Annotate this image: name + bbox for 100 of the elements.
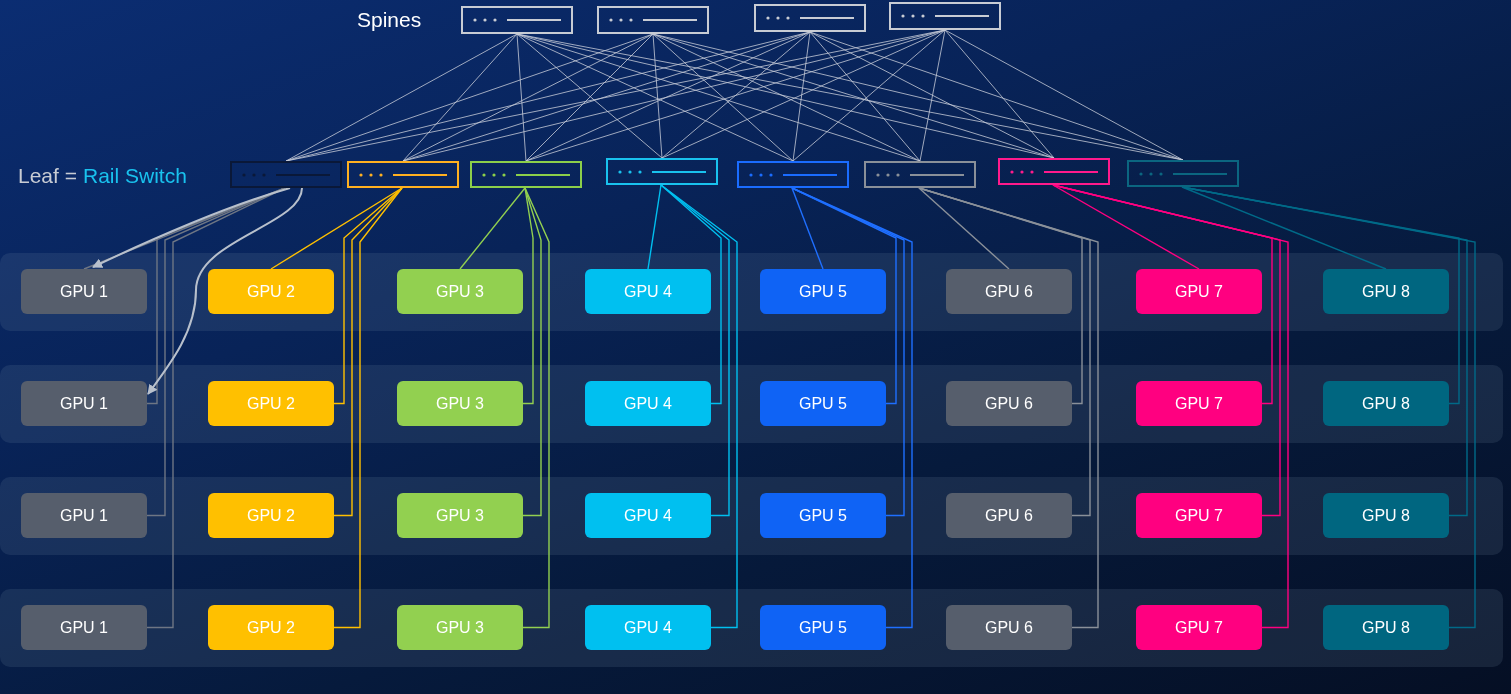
- gpu-label: GPU 8: [1362, 394, 1410, 413]
- gpu-box: [1136, 605, 1262, 650]
- gpu-label: GPU 7: [1175, 506, 1223, 525]
- link-line: [285, 33, 654, 162]
- gpu-label: GPU 6: [985, 506, 1033, 525]
- link-line: [285, 33, 518, 162]
- gpu-box: [397, 269, 523, 314]
- gpu-box: [208, 381, 334, 426]
- link-line: [1181, 186, 1387, 270]
- link-line: [919, 29, 946, 162]
- link-line: [402, 33, 654, 162]
- arrow: [147, 187, 303, 395]
- gpu-box: [585, 269, 711, 314]
- link-line: [1052, 184, 1289, 629]
- gpu-box: [585, 381, 711, 426]
- gpu-box: [397, 605, 523, 650]
- gpu-box: [1136, 381, 1262, 426]
- server-row-band: [0, 477, 1503, 555]
- link-line: [918, 187, 1010, 270]
- link-line: [809, 31, 921, 162]
- link-line: [792, 31, 811, 162]
- gpu-box: [1136, 493, 1262, 538]
- switch-box: [754, 4, 866, 32]
- gpu-label: GPU 7: [1175, 282, 1223, 301]
- link-line: [333, 187, 403, 629]
- gpu-box: [760, 381, 886, 426]
- gpu-label: GPU 6: [985, 394, 1033, 413]
- gpu-label: GPU 1: [60, 618, 108, 637]
- gpu-label: GPU 5: [799, 394, 847, 413]
- gpu-label: GPU 1: [60, 282, 108, 301]
- gpu-label: GPU 8: [1362, 506, 1410, 525]
- gpu-label: GPU 8: [1362, 618, 1410, 637]
- gpu-label: GPU 2: [247, 618, 295, 637]
- switch-box: [737, 161, 849, 188]
- gpu-box: [1323, 269, 1449, 314]
- link-line: [516, 33, 527, 162]
- link-line: [791, 187, 913, 629]
- gpu-label: GPU 7: [1175, 618, 1223, 637]
- link-line: [944, 29, 1055, 159]
- gpu-label: GPU 4: [624, 282, 672, 301]
- server-row-band: [0, 253, 1503, 331]
- gpu-box: [946, 605, 1072, 650]
- gpu-label: GPU 5: [799, 506, 847, 525]
- gpu-label: GPU 6: [985, 618, 1033, 637]
- link-line: [661, 31, 811, 159]
- gpu-box: [21, 493, 147, 538]
- server-row-band: [0, 365, 1503, 443]
- link-line: [652, 33, 794, 162]
- link-line: [944, 29, 1184, 161]
- leaf-label: Leaf =: [18, 164, 77, 188]
- switch-box: [347, 161, 459, 188]
- switch-box: [998, 158, 1110, 185]
- gpu-label: GPU 8: [1362, 282, 1410, 301]
- link-line: [918, 187, 1099, 629]
- link-line: [1052, 184, 1200, 270]
- switch-box: [1127, 160, 1239, 187]
- switch-box: [230, 161, 342, 188]
- gpu-box: [21, 381, 147, 426]
- gpu-label: GPU 1: [60, 506, 108, 525]
- gpu-box: [946, 381, 1072, 426]
- link-line: [402, 33, 518, 162]
- gpu-box: [1323, 493, 1449, 538]
- rail-switch-label: Rail Switch: [83, 164, 187, 188]
- link-line: [333, 187, 403, 405]
- gpu-label: GPU 1: [60, 394, 108, 413]
- link-line: [652, 33, 663, 159]
- link-line: [652, 33, 921, 162]
- server-row-band: [0, 589, 1503, 667]
- link-line: [809, 31, 1184, 161]
- gpu-box: [21, 605, 147, 650]
- gpu-label: GPU 3: [436, 618, 484, 637]
- gpu-box: [760, 605, 886, 650]
- gpu-label: GPU 4: [624, 506, 672, 525]
- link-line: [522, 187, 550, 629]
- gpu-label: GPU 2: [247, 282, 295, 301]
- gpu-label: GPU 4: [624, 394, 672, 413]
- gpu-label: GPU 2: [247, 394, 295, 413]
- switch-box: [470, 161, 582, 188]
- gpu-box: [946, 269, 1072, 314]
- gpu-box: [1323, 381, 1449, 426]
- switch-box: [461, 6, 573, 34]
- gpu-label: GPU 7: [1175, 394, 1223, 413]
- switch-box: [864, 161, 976, 188]
- gpu-label: GPU 5: [799, 618, 847, 637]
- gpu-label: GPU 3: [436, 282, 484, 301]
- gpu-box: [1136, 269, 1262, 314]
- gpu-box: [397, 381, 523, 426]
- gpu-label: GPU 3: [436, 394, 484, 413]
- switch-box: [889, 2, 1001, 30]
- gpu-label: GPU 4: [624, 618, 672, 637]
- gpu-label: GPU 3: [436, 506, 484, 525]
- gpu-box: [208, 605, 334, 650]
- gpu-box: [208, 269, 334, 314]
- link-line: [661, 29, 946, 159]
- gpu-box: [397, 493, 523, 538]
- link-line: [660, 184, 738, 629]
- gpu-label: GPU 2: [247, 506, 295, 525]
- gpu-box: [760, 269, 886, 314]
- gpu-box: [946, 493, 1072, 538]
- gpu-box: [21, 269, 147, 314]
